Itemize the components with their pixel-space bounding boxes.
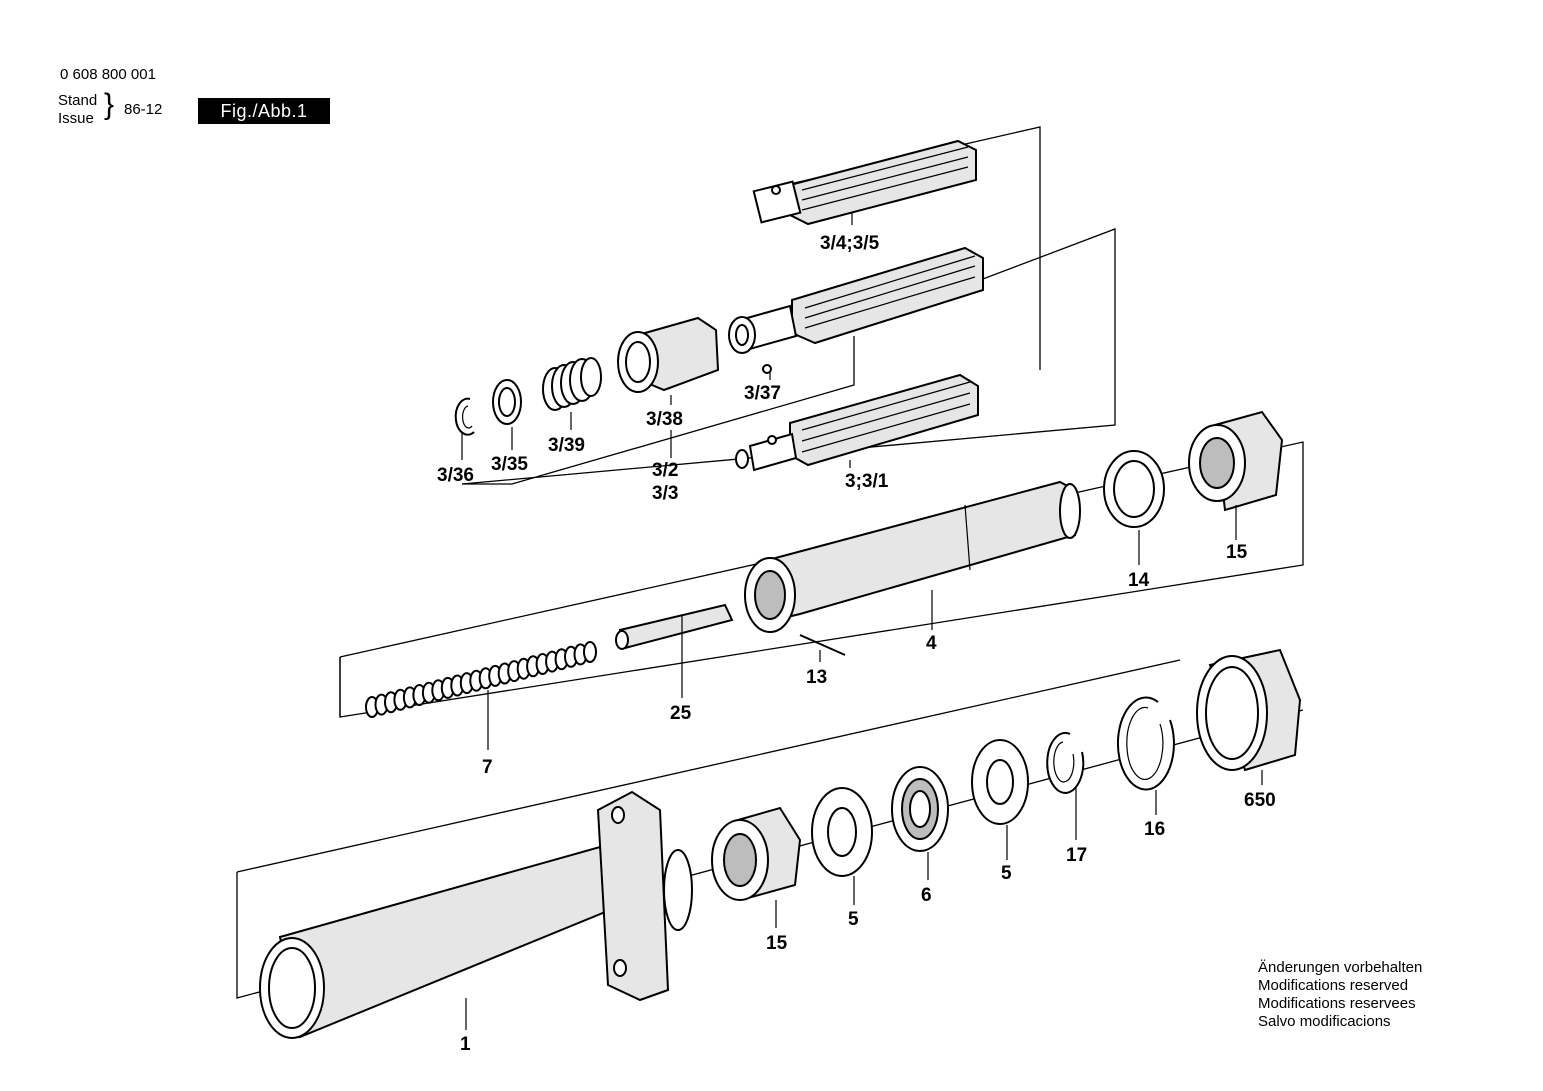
- washer-5-left: [811, 787, 873, 877]
- label-650: 650: [1244, 790, 1276, 811]
- brace-icon: }: [104, 88, 115, 121]
- label-3-36: 3/36: [437, 465, 474, 486]
- label-15-bottom: 15: [766, 933, 788, 954]
- washer-5-right: [971, 739, 1029, 825]
- label-3-35: 3/35: [491, 454, 528, 475]
- housing-part-1: [259, 790, 693, 1039]
- thrust-bearing-6: [891, 766, 949, 852]
- notice-line: Modifications reservees: [1258, 995, 1416, 1012]
- part-number: 0 608 800 001: [60, 66, 156, 83]
- bushing-650: [1196, 648, 1302, 772]
- label-3-38: 3/38: [646, 409, 683, 430]
- revision-date: 86-12: [124, 101, 163, 118]
- label-13: 13: [806, 667, 827, 688]
- label-17: 17: [1066, 845, 1087, 866]
- bearing-15-top: [1188, 410, 1284, 512]
- label-3-4-3-5: 3/4;3/5: [820, 233, 880, 254]
- modifications-notice: Änderungen vorbehalten Modifications res…: [1258, 959, 1422, 1031]
- shaft-3-4: [752, 139, 977, 226]
- ring-3-36: [454, 397, 475, 436]
- label-16: 16: [1144, 819, 1165, 840]
- issue-label: Issue: [58, 110, 94, 127]
- label-3-3-1: 3;3/1: [845, 471, 889, 492]
- bearing-15-bottom: [711, 806, 802, 901]
- label-4: 4: [926, 633, 937, 654]
- label-5-right: 5: [1001, 863, 1012, 884]
- leader-lines: [461, 372, 1263, 1030]
- figure-label: Fig./Abb.1: [198, 98, 330, 124]
- label-3-2: 3/2: [652, 460, 678, 481]
- label-25: 25: [670, 703, 692, 724]
- label-3-37: 3/37: [744, 383, 781, 404]
- notice-line: Änderungen vorbehalten: [1258, 959, 1423, 976]
- label-7: 7: [482, 757, 493, 778]
- stand-label: Stand: [58, 92, 98, 109]
- spring-3-39: [542, 357, 602, 411]
- shaft-3-1: [735, 373, 979, 472]
- pin-25: [615, 603, 734, 650]
- spring-7: [365, 641, 597, 718]
- label-15-top: 15: [1226, 542, 1248, 563]
- label-6: 6: [921, 885, 932, 906]
- notice-line: Modifications reserved: [1258, 977, 1409, 994]
- label-14: 14: [1128, 570, 1150, 591]
- label-3-39: 3/39: [548, 435, 585, 456]
- label-5-left: 5: [848, 909, 859, 930]
- shaft-3-2: [728, 246, 984, 374]
- spring-coil: [583, 641, 597, 663]
- callout-labels: 3/4;3/5 3/37 3/38 3/39 3/36 3/35 3/2 3/3…: [437, 233, 1276, 1055]
- ring-14: [1103, 450, 1165, 528]
- label-1: 1: [460, 1034, 471, 1055]
- sleeve-3-38: [617, 316, 720, 393]
- label-3-3: 3/3: [652, 483, 678, 504]
- ring-17: [1046, 731, 1085, 794]
- tube-part-4: [744, 480, 1081, 656]
- snap-ring-16: [1116, 696, 1175, 791]
- notice-line: Salvo modificacions: [1258, 1013, 1391, 1030]
- washer-3-35: [492, 379, 522, 425]
